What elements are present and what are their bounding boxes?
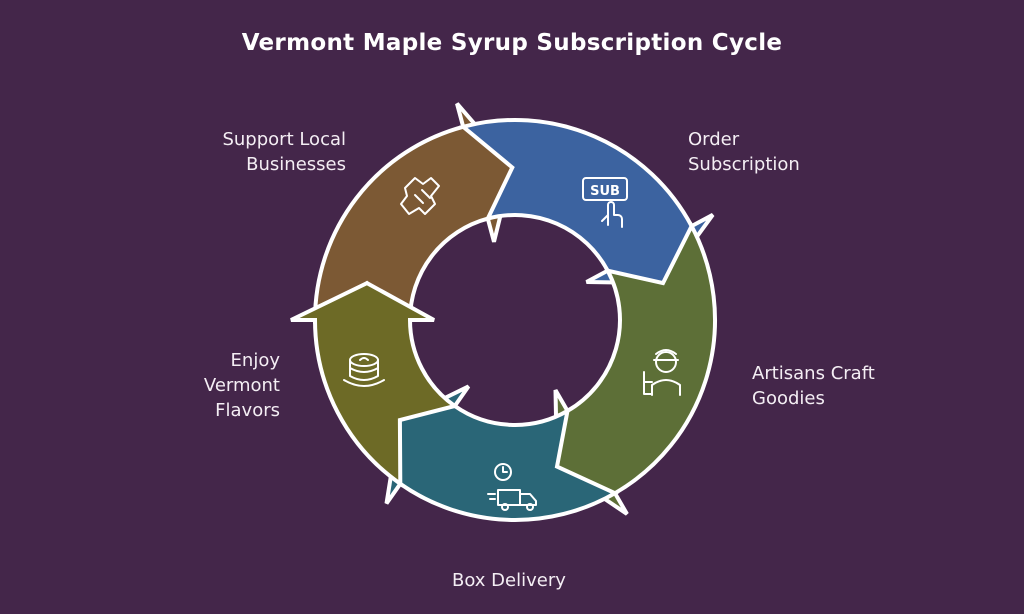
- label-line: Order: [688, 129, 740, 150]
- cycle-arrow-enjoy-vermont-flavors: [290, 280, 460, 488]
- pancakes-icon: [343, 353, 385, 387]
- label-line: Artisans Craft: [752, 363, 875, 384]
- handshake-icon: [400, 177, 440, 215]
- diagram-title: Vermont Maple Syrup Subscription Cycle: [241, 30, 783, 56]
- label-line: Box Delivery: [452, 570, 566, 591]
- step-label-support-local-businesses: Support Local Businesses: [222, 127, 346, 177]
- step-label-box-delivery: Box Delivery: [452, 568, 566, 593]
- label-line: Goodies: [752, 388, 825, 409]
- label-line: Subscription: [688, 154, 800, 175]
- delivery-truck-icon: [487, 463, 537, 511]
- label-line: Flavors: [215, 400, 280, 421]
- step-label-order-subscription: Order Subscription: [688, 127, 800, 177]
- label-line: Enjoy: [230, 350, 280, 371]
- label-line: Support Local: [222, 129, 346, 150]
- sub-icon-text: SUB: [590, 184, 620, 199]
- subscribe-button-icon: SUB: [582, 177, 628, 228]
- step-label-artisans-craft-goodies: Artisans Craft Goodies: [752, 361, 875, 411]
- label-line: Vermont: [203, 375, 280, 396]
- artisan-icon: [643, 349, 681, 396]
- step-label-enjoy-vermont-flavors: Enjoy Vermont Flavors: [204, 348, 280, 423]
- label-line: Businesses: [246, 154, 346, 175]
